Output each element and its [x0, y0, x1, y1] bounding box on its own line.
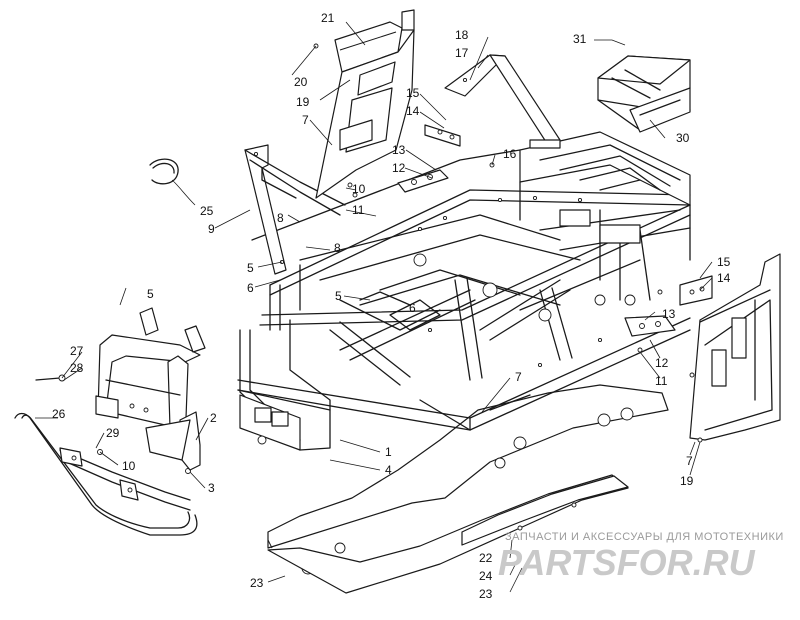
callout-24: 24	[479, 569, 493, 583]
callout-20: 20	[294, 75, 308, 89]
callout-22: 22	[479, 551, 493, 565]
callout-8: 8	[334, 241, 341, 255]
callout-17: 17	[455, 46, 469, 60]
callout-27: 27	[70, 344, 84, 358]
callout-8: 8	[277, 211, 284, 225]
callout-numbers: 21 20 19 7 10 11 25 9 8 8 5 6 5 6 5 18 1…	[52, 11, 731, 601]
callout-21: 21	[321, 11, 335, 25]
callout-11: 11	[352, 203, 365, 217]
main-frame	[237, 131, 691, 451]
callout-23: 23	[479, 587, 493, 601]
callout-26: 26	[52, 407, 66, 421]
front-bumper-bracket	[35, 307, 206, 474]
callout-13: 13	[662, 307, 676, 321]
callout-5: 5	[147, 287, 154, 301]
cargo-box-bracket	[597, 55, 691, 133]
callout-7: 7	[686, 454, 693, 468]
callout-leader-lines	[35, 21, 713, 593]
callout-23: 23	[250, 576, 264, 590]
callout-29: 29	[106, 426, 120, 440]
callout-10: 10	[122, 459, 136, 473]
callout-16: 16	[503, 147, 517, 161]
bumper-side-bracket	[145, 411, 201, 471]
roof-brace	[444, 54, 561, 149]
callout-6: 6	[247, 281, 254, 295]
callout-5: 5	[247, 261, 254, 275]
wire-strap	[149, 158, 179, 185]
callout-31: 31	[573, 32, 587, 46]
watermark: ЗАПЧАСТИ И АКСЕССУАРЫ ДЛЯ МОТОТЕХНИКИ PA…	[498, 531, 784, 583]
callout-9: 9	[208, 222, 215, 236]
callout-13: 13	[392, 143, 406, 157]
callout-7: 7	[302, 113, 309, 127]
callout-14: 14	[406, 104, 420, 118]
callout-4: 4	[385, 463, 392, 477]
callout-15: 15	[406, 86, 420, 100]
callout-6: 6	[409, 301, 416, 315]
cage-mount-brackets-left	[397, 124, 495, 193]
callout-2: 2	[210, 411, 217, 425]
callout-3: 3	[208, 481, 215, 495]
callout-14: 14	[717, 271, 731, 285]
watermark-logo: PARTSFOR.RU	[498, 542, 756, 583]
skid-plate-lower	[267, 474, 629, 594]
left-cage-side-panel	[244, 144, 346, 275]
callout-15: 15	[717, 255, 731, 269]
seat-back-assembly	[313, 9, 415, 199]
front-bumper-bar	[14, 412, 198, 536]
right-cage-side-panel	[689, 253, 781, 443]
callout-28: 28	[70, 361, 84, 375]
callout-12: 12	[655, 356, 669, 370]
callout-19: 19	[296, 95, 310, 109]
callout-18: 18	[455, 28, 469, 42]
callout-5: 5	[335, 289, 342, 303]
callout-12: 12	[392, 161, 406, 175]
callout-19: 19	[680, 474, 694, 488]
callout-10: 10	[352, 182, 366, 196]
watermark-caption: ЗАПЧАСТИ И АКСЕССУАРЫ ДЛЯ МОТОТЕХНИКИ	[505, 531, 784, 543]
callout-11: 11	[655, 374, 668, 388]
callout-30: 30	[676, 131, 690, 145]
callout-7: 7	[515, 370, 522, 384]
callout-1: 1	[385, 445, 392, 459]
callout-25: 25	[200, 204, 214, 218]
